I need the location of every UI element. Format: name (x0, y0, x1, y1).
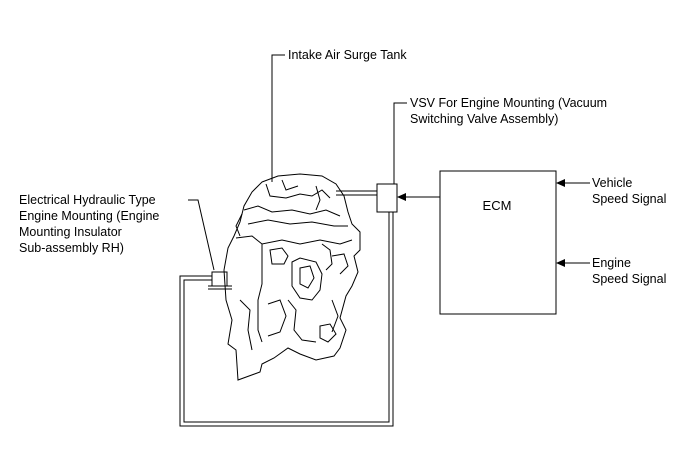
vacuum-hose-inner (183, 212, 390, 423)
vacuum-hose-outer (179, 212, 394, 427)
engine-speed-arrowhead (556, 259, 565, 267)
engine-speed-label-line-1: Engine (592, 256, 631, 270)
engine-illustration (223, 173, 361, 381)
vehicle-speed-label-line-2: Speed Signal (592, 192, 667, 206)
mounting-label-line-4: Sub-assembly RH) (19, 241, 124, 255)
vsv-label-line-2: Switching Valve Assembly) (410, 112, 559, 126)
mounting-label-line-1: Electrical Hydraulic Type (19, 193, 156, 207)
vsv-signal-arrowhead (397, 193, 406, 201)
mounting-label-line-2: Engine Mounting (Engine (19, 209, 160, 223)
vsv-leader (393, 102, 407, 184)
ecm-label: ECM (483, 198, 512, 213)
surge-tank-label: Intake Air Surge Tank (288, 48, 407, 62)
mounting-leader (188, 199, 215, 271)
vehicle-speed-arrowhead (556, 179, 565, 187)
vehicle-speed-label-line-1: Vehicle (592, 176, 633, 190)
surge-tank-leader (271, 54, 285, 182)
vsv-box (376, 183, 398, 213)
engine-speed-label-line-2: Speed Signal (592, 272, 667, 286)
mounting-label-line-3: Mounting Insulator (19, 225, 122, 239)
vsv-label-line-1: VSV For Engine Mounting (Vacuum (410, 96, 608, 110)
ecm-box (439, 170, 557, 315)
